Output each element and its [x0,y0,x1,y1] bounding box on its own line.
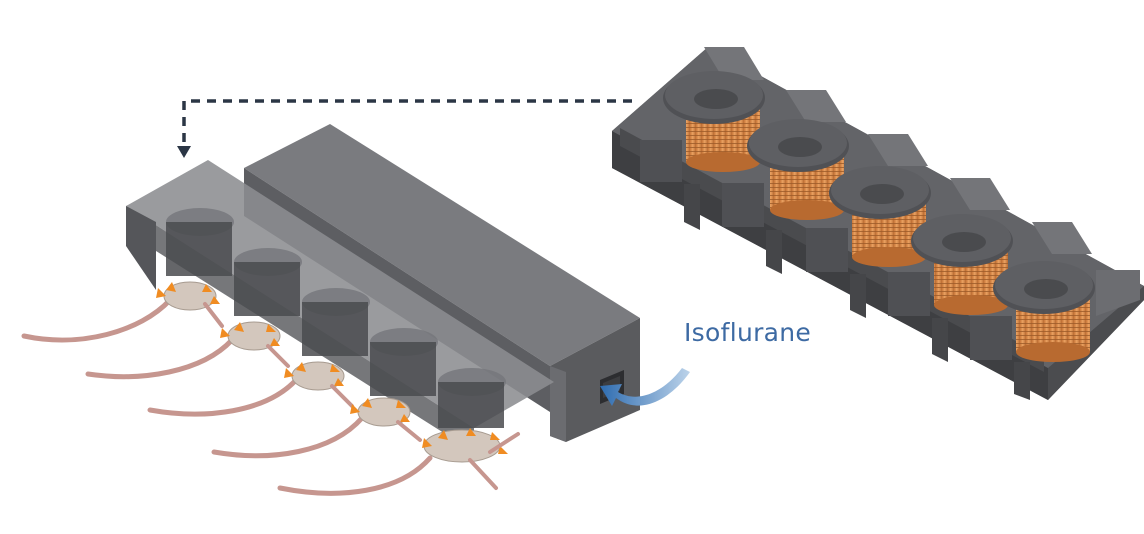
isoflurane-label: Isoflurane [684,318,812,347]
mouse-tail [147,377,299,417]
mouse-1 [21,281,224,343]
chamber-2 [234,248,302,316]
coil-5 [970,261,1095,362]
assembly-dashed-arrow [177,99,632,158]
isoflurane-flow-arrow [600,368,690,406]
mouse-tail [21,297,173,343]
coil-2 [722,119,849,227]
animal-housing [21,124,640,496]
chamber-3 [302,288,370,356]
mouse-2 [85,321,290,380]
mouse-icon [423,429,501,463]
dashed-arrow-icon [177,146,191,158]
chamber-1 [166,208,234,276]
mouse-3 [147,361,354,417]
coil-3 [806,166,931,272]
mouse-tail [277,455,433,496]
coil-1 [640,71,765,182]
flow-arrow-icon [600,368,690,406]
chamber-4 [370,328,438,396]
mouse-tail [211,415,365,459]
mouse-4 [211,397,422,459]
coil-array [612,47,1144,400]
mouse-5 [277,428,520,496]
coil-4 [888,214,1013,316]
chamber-5 [438,368,506,428]
mouse-tail [85,337,235,380]
